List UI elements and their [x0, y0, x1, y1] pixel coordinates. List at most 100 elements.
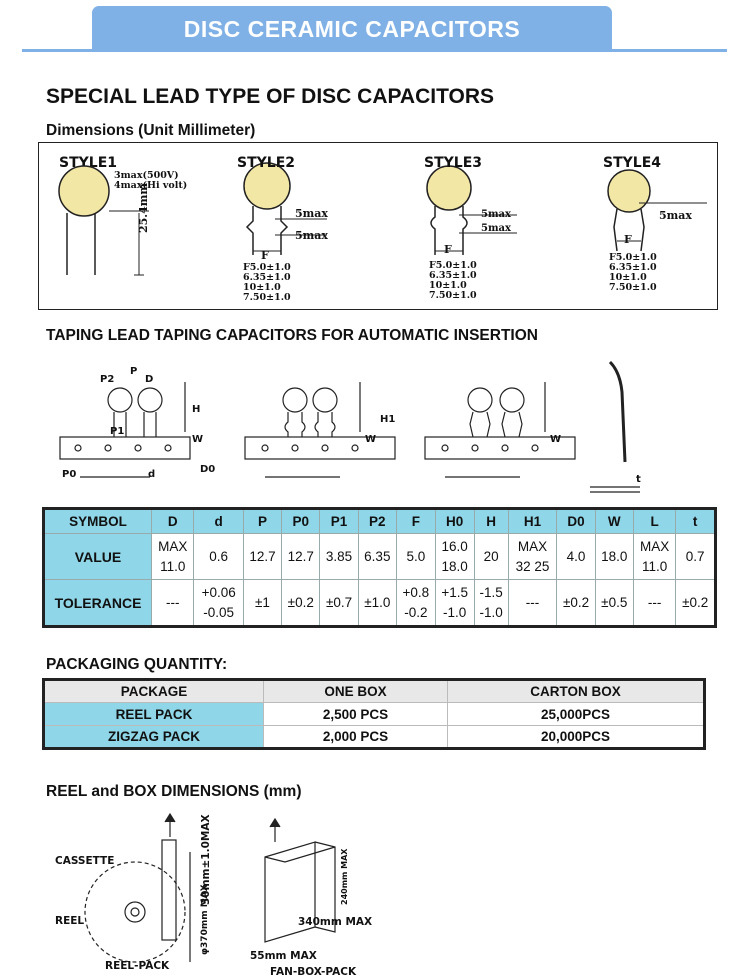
value-cell: 12.7 — [281, 533, 321, 580]
pack-header-one-box: ONE BOX — [262, 679, 449, 703]
tolerance-text: -0.05 — [203, 604, 235, 620]
table-row: ZIGZAG PACK 2,000 PCS 20,000PCS — [43, 725, 705, 749]
tolerance-text: --- — [165, 594, 180, 610]
label-d: d — [148, 469, 155, 480]
label-t: t — [636, 474, 641, 485]
header-cell: P1 — [319, 508, 359, 534]
value-text: 0.7 — [685, 548, 705, 564]
value-text: 16.0 — [441, 538, 468, 554]
header-cell: W — [594, 508, 634, 534]
tolerance-cell: ±1.0 — [357, 579, 397, 627]
pack-carton-box: 25,000PCS — [447, 702, 705, 726]
value-cell: 20 — [473, 533, 509, 580]
value-text: 0.6 — [209, 548, 229, 564]
style4-dim-a: 5max — [659, 209, 692, 222]
tolerance-text: ±0.5 — [601, 594, 628, 610]
label-w3: W — [550, 434, 561, 445]
tolerance-text: +0.8 — [402, 584, 430, 600]
tolerance-row: TOLERANCE ---+0.06-0.05±1±0.2±0.7±1.0+0.… — [43, 579, 716, 627]
tolerance-text: -1.0 — [479, 604, 503, 620]
value-text: 12.7 — [249, 548, 276, 564]
style3-f: F — [444, 243, 452, 256]
label-h1: H1 — [380, 414, 395, 425]
header-cell: P0 — [281, 508, 321, 534]
tolerance-cell: --- — [632, 579, 677, 627]
pack-name: REEL PACK — [43, 702, 264, 726]
style2-f: F — [261, 249, 269, 262]
tolerance-cell: +0.8-0.2 — [395, 579, 436, 627]
tolerance-text: ±0.2 — [287, 594, 314, 610]
value-text: 20 — [483, 548, 499, 564]
pack-carton-box: 20,000PCS — [447, 725, 705, 749]
style4-f: F — [624, 233, 632, 246]
reel-section-title: REEL and BOX DIMENSIONS (mm) — [46, 783, 302, 800]
value-text: MAX — [517, 538, 548, 554]
value-text: MAX — [158, 538, 188, 554]
style2-dim-b: 5max — [295, 229, 328, 242]
value-text: 3.85 — [325, 548, 353, 564]
style3-dim-a: 5max — [481, 209, 511, 220]
header-banner: DISC CERAMIC CAPACITORS — [92, 6, 612, 52]
tolerance-cell: --- — [507, 579, 558, 627]
taping-diagrams: P0 d P P2 D P1 D0 W H H1 W W t — [59, 360, 641, 493]
tolerance-cell: ±0.7 — [319, 579, 359, 627]
label-w2: W — [365, 434, 376, 445]
value-cell: 0.7 — [675, 533, 716, 580]
header-cell: t — [675, 508, 716, 534]
header-cell: L — [632, 508, 677, 534]
dimensions-subtitle: Dimensions (Unit Millimeter) — [46, 122, 256, 139]
tolerance-cell: ±0.2 — [556, 579, 596, 627]
value-text: MAX — [639, 538, 670, 554]
header-cell: H — [473, 508, 509, 534]
tolerance-cell: +1.5-1.0 — [434, 579, 475, 627]
pack-one-box: 2,500 PCS — [262, 702, 449, 726]
reel-box-drawings — [84, 812, 336, 963]
label-p1: P1 — [110, 426, 124, 437]
header-cell: P — [242, 508, 283, 534]
tolerance-text: --- — [525, 594, 540, 610]
tolerance-cell: ±0.5 — [594, 579, 634, 627]
style2-label: STYLE2 — [237, 155, 295, 171]
style4-f-values: F5.0±1.0 6.35±1.0 10±1.0 7.50±1.0 — [609, 252, 657, 293]
style1-notes: 3max(500V) 4max(Hi volt) — [114, 170, 188, 191]
box-dim-340: 340mm MAX — [298, 916, 373, 928]
table-row: REEL PACK 2,500 PCS 25,000PCS — [43, 702, 705, 726]
label-dd: D — [145, 374, 153, 385]
value-text: 6.35 — [364, 548, 391, 564]
tolerance-text: ±1 — [255, 594, 270, 610]
tolerance-text: ±0.2 — [682, 594, 709, 610]
tolerance-cell: ±0.2 — [281, 579, 321, 627]
tolerance-label: TOLERANCE — [43, 579, 152, 627]
box-dim-55: 55mm MAX — [250, 950, 317, 962]
style2-dim-a: 5max — [295, 207, 328, 220]
tolerance-text: ±1.0 — [364, 594, 391, 610]
label-p: P — [130, 366, 137, 377]
style1-label: STYLE1 — [59, 155, 117, 171]
table-header-row: SYMBOL D d P P0 P1 P2 F H0 H H1 D0 W L t — [43, 508, 716, 534]
section-title-special-lead: SPECIAL LEAD TYPE OF DISC CAPACITORS — [46, 85, 495, 108]
value-cell: 18.0 — [594, 533, 634, 580]
tolerance-cell: --- — [150, 579, 195, 627]
reel-label: REEL — [55, 915, 85, 927]
value-text: 18.0 — [601, 548, 628, 564]
style4-label: STYLE4 — [603, 155, 661, 171]
pack-header-package: PACKAGE — [43, 679, 264, 703]
value-label: VALUE — [43, 533, 152, 580]
header-cell: D0 — [556, 508, 596, 534]
tolerance-text: -1.5 — [479, 584, 503, 600]
pack-name: ZIGZAG PACK — [43, 725, 264, 749]
value-text: 11.0 — [160, 558, 186, 574]
label-d0: D0 — [200, 464, 215, 475]
tolerance-text: +1.5 — [441, 584, 468, 600]
styles-diagram-box: STYLE1 3max(500V) 4max(Hi volt) 25.4mm S… — [38, 142, 718, 310]
tolerance-text: +0.06 — [201, 584, 236, 600]
value-cell: MAX 11.0 — [150, 533, 195, 580]
taping-title: TAPING LEAD TAPING CAPACITORS FOR AUTOMA… — [46, 327, 538, 344]
page-title: DISC CERAMIC CAPACITORS — [183, 15, 521, 42]
tolerance-cell: ±0.2 — [675, 579, 716, 627]
pack-header-carton-box: CARTON BOX — [447, 679, 705, 703]
